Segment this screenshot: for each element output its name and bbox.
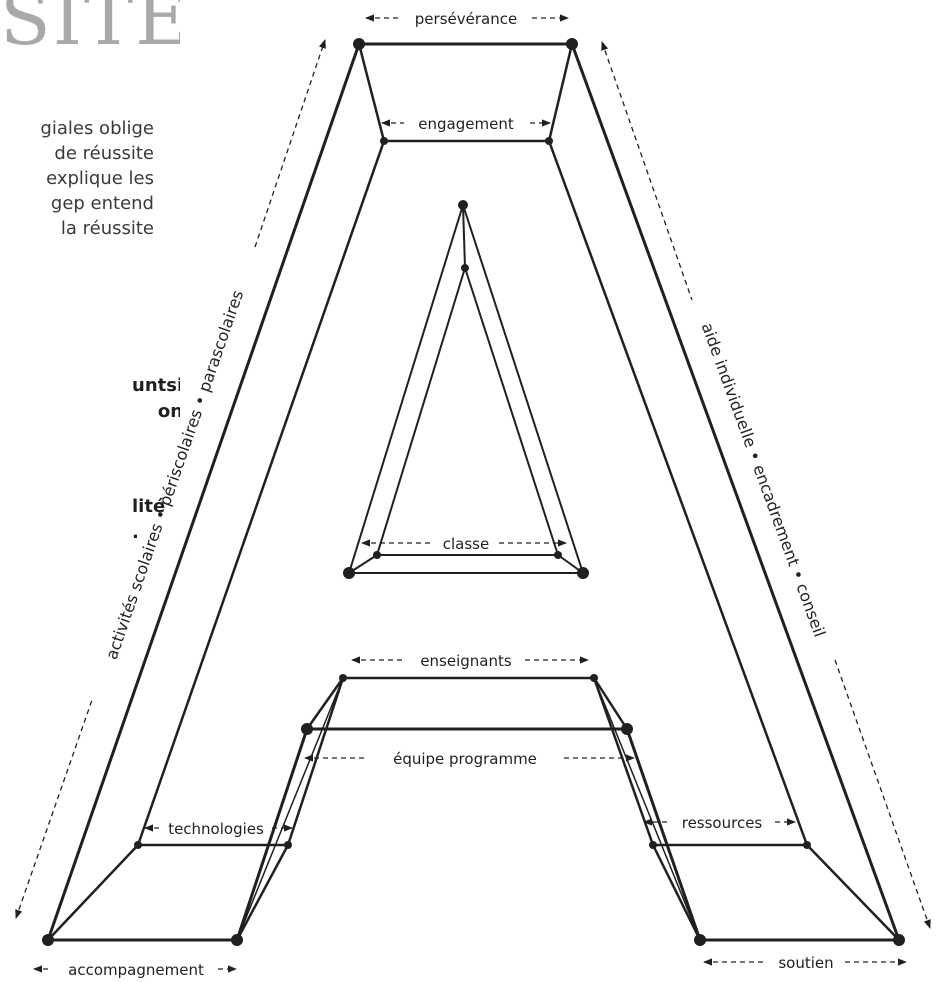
bold-text-block-1: untsic ons [132, 373, 180, 425]
label-crossbar-bottom: équipe programme [393, 750, 537, 768]
node [380, 137, 388, 145]
intro-line: la réussite [60, 218, 154, 239]
node [621, 723, 633, 735]
node [42, 934, 54, 946]
intro-line: gep entend [50, 193, 154, 214]
node [301, 723, 313, 735]
node [134, 841, 142, 849]
bullet-separator: • [787, 567, 808, 582]
inner-triangle [348, 204, 584, 574]
right-side-labels: aide individuelle • encadrement • consei… [698, 320, 830, 639]
left-side-labels: activités scolaires • périscolaires • pa… [102, 288, 247, 662]
node [343, 567, 355, 579]
bullet-separator: • [150, 507, 171, 522]
node [353, 38, 365, 50]
node [577, 567, 589, 579]
node [339, 674, 347, 682]
label-right-leg-bottom: soutien [778, 954, 833, 972]
node [545, 137, 553, 145]
left-side-item: activités scolaires [102, 521, 167, 662]
right-side-item: conseil [792, 581, 829, 640]
left-side-item: périscolaires [155, 407, 206, 509]
bold-text-block-2: lité . [132, 494, 165, 546]
bullet-separator: • [190, 393, 211, 408]
bold-line: . [132, 522, 139, 543]
node [554, 551, 562, 559]
bullet-separator: • [744, 448, 765, 463]
label-left-leg-bottom: accompagnement [68, 961, 204, 979]
left-side-item: parascolaires [194, 288, 247, 395]
intro-paragraph: giales oblige de réussite explique les g… [0, 116, 154, 241]
label-top-inner: engagement [418, 115, 514, 133]
node [803, 841, 811, 849]
node [566, 38, 578, 50]
node [458, 200, 468, 210]
intro-line: giales oblige [40, 118, 154, 139]
node [893, 934, 905, 946]
node [590, 674, 598, 682]
intro-line: explique les [46, 168, 154, 189]
bold-line: lité [132, 496, 166, 517]
bold-line: ons [157, 401, 180, 422]
label-left-leg-upper: technologies [168, 820, 264, 838]
intro-line: de réussite [54, 143, 154, 164]
svg-text:aide individuelle •: aide individuelle • encadrement • consei… [698, 320, 830, 639]
node [231, 934, 243, 946]
right-side-item: aide individuelle [698, 320, 761, 450]
label-right-leg-upper: ressources [682, 814, 763, 832]
bold-line: untsic [132, 375, 180, 396]
label-inner-triangle: classe [443, 535, 489, 553]
diagram-nodes [42, 38, 905, 946]
page-title-fragment: SITE [0, 0, 180, 62]
node [694, 934, 706, 946]
label-crossbar-top: enseignants [420, 652, 512, 670]
node [284, 841, 292, 849]
dimension-arrows [15, 14, 931, 973]
inner-a-outline [136, 139, 809, 847]
outer-a-outline [46, 42, 901, 942]
intro-text-panel: SITE giales oblige de réussite explique … [0, 0, 180, 560]
node [373, 551, 381, 559]
connector-lines [47, 43, 900, 941]
label-top-outer: persévérance [415, 10, 517, 28]
node [649, 841, 657, 849]
svg-text:activités scolaires •: activités scolaires • périscolaires • pa… [102, 288, 247, 662]
node [461, 264, 469, 272]
